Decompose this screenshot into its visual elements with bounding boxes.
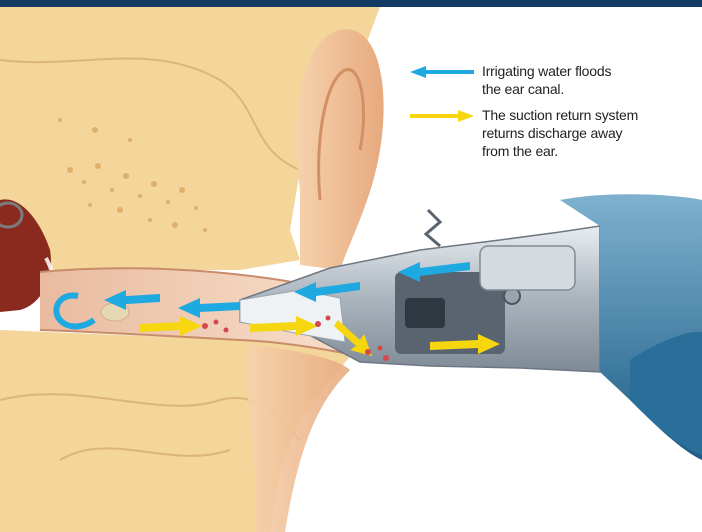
arrow-left-icon [410,66,474,78]
auricle [296,29,383,270]
legend-item-irrigation: Irrigating water floods the ear canal. [410,62,690,98]
legend-irrigation-line-2: the ear canal. [482,80,690,98]
legend: Irrigating water floods the ear canal. T… [410,62,690,168]
motor-body [480,246,575,290]
legend-irrigation-line-1: Irrigating water floods [482,62,690,80]
device-spring [426,210,440,246]
pump-cylinder [405,298,445,328]
arrow-right-icon [410,110,474,122]
legend-suction-line-1: The suction return system [482,106,690,124]
skin-lower [247,345,350,532]
legend-suction-line-2: returns discharge away [482,124,690,142]
legend-item-suction: The suction return system returns discha… [410,106,690,160]
legend-suction-line-3: from the ear. [482,142,690,160]
